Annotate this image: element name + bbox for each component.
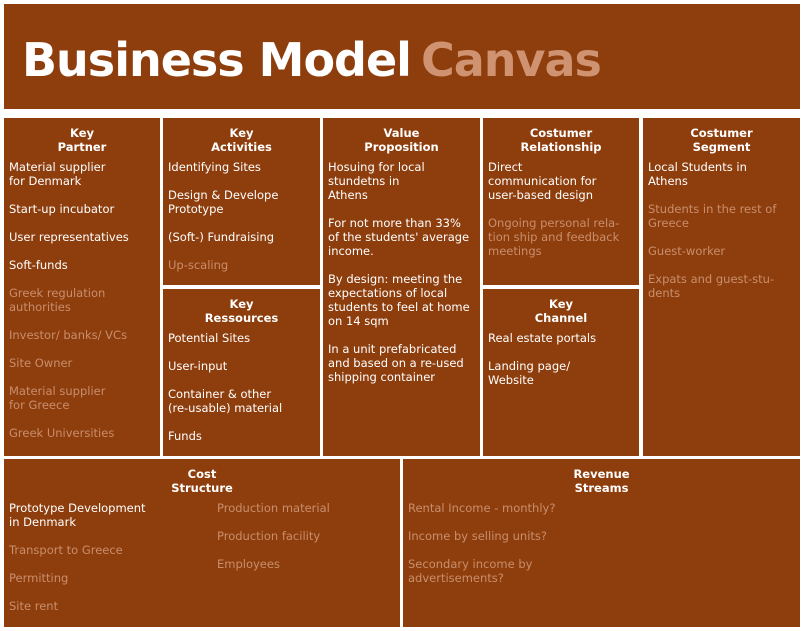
list-item: For not more than 33% of the students' a… [328,216,470,258]
list-item: Greek Universities [9,426,115,440]
cost-structure-block: Cost Structure Prototype Development in … [4,459,400,627]
customer-relationship-items: Direct communication for user-based desi… [483,160,639,258]
list-item: Secondary income by advertisements? [408,557,533,585]
list-item: Direct communication for user-based desi… [488,160,597,202]
key-activities-title: Key Activities [211,126,272,154]
list-item: Landing page/ Website [488,359,571,387]
key-channel-title: Key Channel [534,297,588,325]
list-item: In a unit prefabricated and based on a r… [328,342,464,384]
list-item: Expats and guest-stu- dents [648,272,775,300]
customer-segment-title: Costumer Segment [690,126,753,154]
list-item: Start-up incubator [9,202,115,216]
revenue-streams-items: Rental Income - monthly? Income by sellin… [403,501,800,585]
key-partner-title: Key Partner [57,126,107,154]
list-item: Production facility [217,529,321,543]
value-proposition-title: Value Proposition [364,126,439,154]
list-item: Funds [168,429,202,443]
list-item: Production material [217,501,330,515]
list-item: Site rent [9,599,59,613]
list-item: User representatives [9,230,129,244]
list-item: Income by selling units? [408,529,548,543]
list-item: Potential Sites [168,331,251,345]
customer-relationship-block: Costumer Relationship Direct communicati… [483,118,639,285]
title-accent: Canvas [420,33,602,87]
list-item: Investor/ banks/ VCs [9,328,128,342]
value-proposition-block: Value Proposition Hosuing for local stun… [323,118,480,456]
key-resources-title: Key Ressources [204,297,279,325]
title-main: Business Model [22,33,412,87]
list-item: Employees [217,557,280,571]
list-item: Design & Develope Prototype [168,188,279,216]
list-item: Up-scaling [168,258,229,272]
list-item: Greek regulation authorities [9,286,106,314]
list-item: Container & other (re-usable) material [168,387,283,415]
list-item: Permitting [9,571,69,585]
list-item: Ongoing personal rela- tion ship and fee… [488,216,620,258]
list-item: Material supplier for Denmark [9,160,106,188]
list-item: Local Students in Athens [648,160,747,188]
list-item: Transport to Greece [9,543,123,557]
customer-segment-block: Costumer Segment Local Students in Athen… [643,118,800,456]
list-item: User-input [168,359,228,373]
list-item: Guest-worker [648,244,726,258]
list-item: Real estate portals [488,331,597,345]
customer-relationship-title: Costumer Relationship [520,126,602,154]
list-item: By design: meeting the expectations of l… [328,272,470,328]
list-item: Site Owner [9,356,73,370]
list-item: Prototype Development in Denmark [9,501,146,529]
list-item: (Soft-) Fundraising [168,230,275,244]
list-item: Material supplier for Greece [9,384,106,412]
list-item: Rental Income - monthly? [408,501,556,515]
list-item: Hosuing for local stundetns in Athens [328,160,425,202]
key-partner-block: Key Partner Material supplier for Denmar… [4,118,160,456]
cost-structure-title: Cost Structure [171,467,233,495]
list-item: Identifying Sites [168,160,261,174]
revenue-streams-title: Revenue Streams [573,467,630,495]
list-item: Students in the rest of Greece [648,202,777,230]
revenue-streams-block: Revenue Streams Rental Income - monthly?… [403,459,800,627]
list-item: Soft-funds [9,258,68,272]
